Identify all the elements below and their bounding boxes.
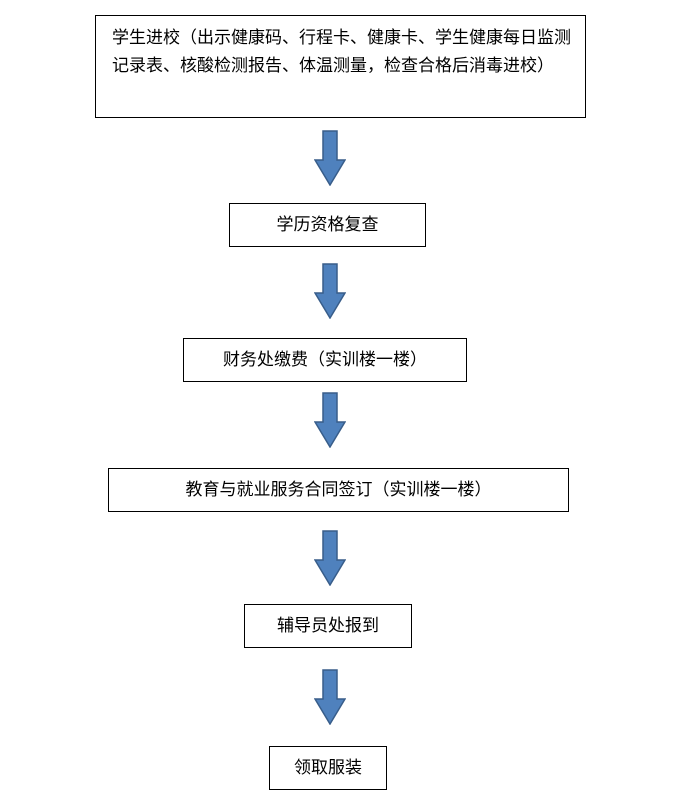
down-arrow-icon bbox=[314, 530, 346, 586]
step-contract-signing: 教育与就业服务合同签订（实训楼一楼） bbox=[108, 468, 569, 512]
down-arrow-icon bbox=[314, 392, 346, 448]
step-student-entry: 学生进校（出示健康码、行程卡、健康卡、学生健康每日监测记录表、核酸检测报告、体温… bbox=[95, 15, 586, 118]
down-arrow-icon bbox=[314, 263, 346, 319]
step-finance-payment-label: 财务处缴费（实训楼一楼） bbox=[223, 350, 427, 370]
step-collect-uniform-label: 领取服装 bbox=[294, 758, 362, 778]
step-contract-signing-label: 教育与就业服务合同签订（实训楼一楼） bbox=[185, 480, 492, 500]
down-arrow-icon bbox=[314, 669, 346, 725]
down-arrow-icon bbox=[314, 130, 346, 186]
step-finance-payment: 财务处缴费（实训楼一楼） bbox=[183, 338, 467, 382]
step-counselor-registration-label: 辅导员处报到 bbox=[277, 616, 379, 636]
step-counselor-registration: 辅导员处报到 bbox=[244, 604, 412, 648]
step-collect-uniform: 领取服装 bbox=[269, 746, 387, 790]
step-qualification-review-label: 学历资格复查 bbox=[276, 215, 379, 235]
step-student-entry-label: 学生进校（出示健康码、行程卡、健康卡、学生健康每日监测记录表、核酸检测报告、体温… bbox=[112, 28, 571, 76]
step-qualification-review: 学历资格复查 bbox=[229, 203, 426, 247]
